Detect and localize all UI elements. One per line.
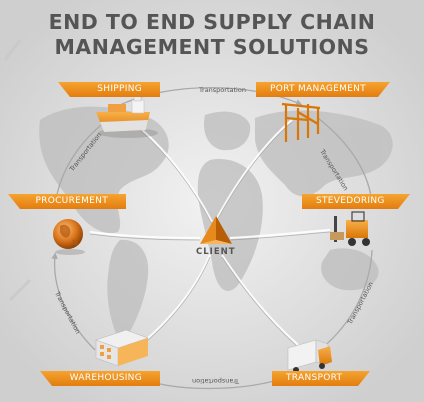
truck-icon bbox=[287, 339, 332, 373]
client-label: CLIENT bbox=[196, 247, 236, 257]
warehouse-icon bbox=[95, 329, 149, 367]
stage-transport: TRANSPORT bbox=[272, 371, 370, 386]
link-label-bottom: Transportation bbox=[192, 377, 239, 385]
client-spokes bbox=[89, 119, 331, 346]
link-label-top: Transportation bbox=[199, 86, 246, 94]
client-pyramid-icon bbox=[200, 216, 232, 244]
title-line-2: MANAGEMENT SOLUTIONS bbox=[54, 35, 370, 59]
forklift-icon bbox=[330, 211, 370, 246]
title-line-1: END TO END SUPPLY CHAIN bbox=[48, 10, 376, 34]
globe-icon bbox=[53, 219, 85, 255]
stage-port-management: PORT MANAGEMENT bbox=[256, 82, 390, 97]
stage-shipping: SHIPPING bbox=[58, 82, 160, 97]
stage-stevedoring: STEVEDORING bbox=[302, 194, 410, 209]
stage-procurement: PROCUREMENT bbox=[8, 194, 126, 209]
ship-icon bbox=[96, 93, 158, 138]
stage-warehousing: WAREHOUSING bbox=[40, 371, 160, 386]
port-crane-icon bbox=[281, 102, 321, 142]
client-spokes-shadow bbox=[89, 121, 331, 348]
